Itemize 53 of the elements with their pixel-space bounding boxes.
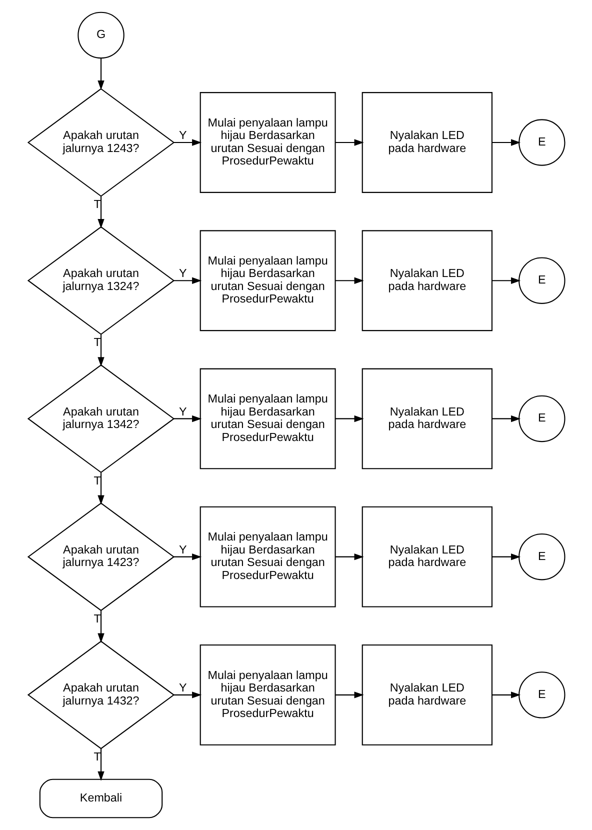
arrow [97,472,104,505]
node-circle: E [518,395,565,442]
node-box: Nyalakan LED pada hardware [361,644,492,746]
node-box: Mulai penyalaan lampu hijau Berdasarkan urutan Sesuai dengan ProsedurPewaktu [199,368,336,470]
arrow [492,553,520,560]
arrow [97,748,104,781]
arrow [492,139,520,146]
edge-label: Y [178,267,186,280]
arrow [174,553,202,560]
edge-label: Y [178,682,186,695]
edge-label: Y [178,405,186,418]
arrow [97,196,104,229]
arrow [334,277,364,284]
arrow [492,277,520,284]
node-diamond: Apakah urutan jalurnya 1432? [26,640,174,750]
node-box: Nyalakan LED pada hardware [361,230,492,332]
arrow [174,692,202,698]
edge-label: Y [178,543,186,556]
node-box: Nyalakan LED pada hardware [361,92,492,193]
node-circle: G [77,12,124,59]
edge-label: T [93,612,100,626]
node-circle: E [518,257,565,304]
arrow [174,277,202,284]
arrow [97,610,104,643]
edge-label: T [93,336,100,350]
arrow [334,415,364,422]
arrow [334,139,364,146]
edge-label: T [93,474,100,488]
arrow [334,692,364,698]
arrow [492,415,520,422]
node-box: Mulai penyalaan lampu hijau Berdasarkan urutan Sesuai dengan ProsedurPewaktu [199,506,336,608]
node-diamond: Apakah urutan jalurnya 1423? [26,502,174,612]
arrow [334,553,364,560]
edge-label: T [93,750,100,764]
node-box: Mulai penyalaan lampu hijau Berdasarkan urutan Sesuai dengan ProsedurPewaktu [199,230,336,332]
node-circle: E [518,119,565,166]
node-box: Mulai penyalaan lampu hijau Berdasarkan urutan Sesuai dengan ProsedurPewaktu [199,92,336,193]
node-circle: E [518,672,565,718]
arrow [97,58,104,90]
node-box: Kembali [38,778,162,818]
arrow [174,139,202,146]
edge-label: Y [178,129,186,142]
arrow [97,334,104,367]
node-diamond: Apakah urutan jalurnya 1243? [26,88,174,197]
node-box: Nyalakan LED pada hardware [361,368,492,470]
node-diamond: Apakah urutan jalurnya 1324? [26,226,174,335]
node-box: Mulai penyalaan lampu hijau Berdasarkan urutan Sesuai dengan ProsedurPewaktu [199,644,336,746]
node-diamond: Apakah urutan jalurnya 1342? [26,364,174,474]
arrow [174,415,202,422]
node-circle: E [518,533,565,580]
arrow [492,692,520,698]
edge-label: T [93,198,100,212]
node-box: Nyalakan LED pada hardware [361,506,492,608]
